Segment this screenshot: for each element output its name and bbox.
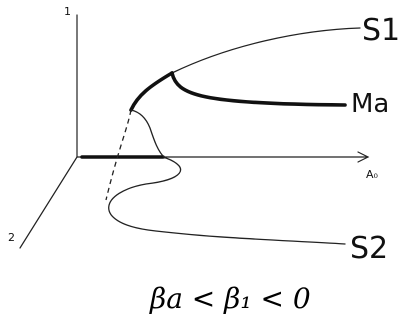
branch-fold-upper bbox=[129, 71, 174, 112]
axis-a0-label: A₀ bbox=[366, 168, 379, 181]
branch-fold-middle bbox=[130, 109, 166, 159]
label-s1: S1 bbox=[362, 13, 400, 48]
branch-unstable-dashed bbox=[105, 109, 132, 201]
condition-label: βa < β₁ < 0 bbox=[149, 282, 311, 315]
branch-s1-curve bbox=[171, 27, 361, 74]
axis-1-label: 1 bbox=[64, 5, 71, 18]
branch-s2-curve bbox=[108, 157, 346, 245]
axis-a0-arrowhead bbox=[357, 151, 370, 163]
axis-2 bbox=[19, 156, 78, 249]
branch-ma-curve bbox=[170, 71, 347, 107]
label-ma: Ma bbox=[351, 89, 389, 119]
label-s2: S2 bbox=[350, 231, 388, 266]
axis-2-label: 2 bbox=[8, 231, 15, 244]
